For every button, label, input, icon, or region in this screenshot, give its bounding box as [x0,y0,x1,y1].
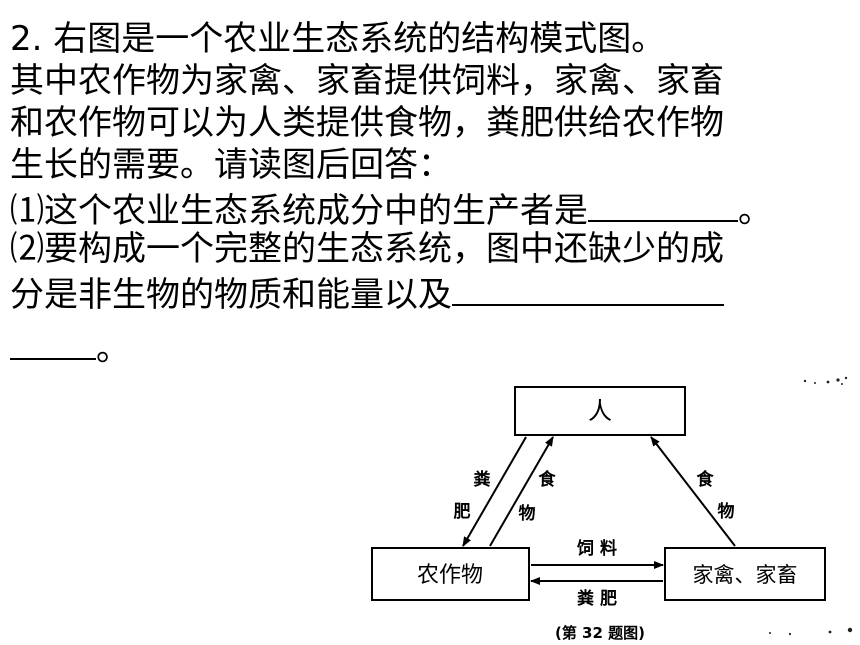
label-food-right-2: 物 [718,501,735,522]
diagram-caption: (第 32 题图) [555,624,645,642]
sub-question-1-end: 。 [738,191,772,231]
answer-blank-2[interactable] [452,270,724,306]
sub-question-1: ⑴这个农业生态系统成分中的生产者是 。 [10,186,855,231]
sub-question-2-line-3: 。 [10,324,855,369]
node-livestock: 家禽、家畜 [664,547,826,601]
question-line-1: 2. 右图是一个农业生态系统的结构模式图。 [10,19,666,59]
node-crops-label: 农作物 [417,563,483,588]
node-livestock-box [664,547,826,601]
node-crops-box [371,547,530,601]
label-food-right-1: 食 [697,469,715,490]
label-manure-left-1: 粪 [474,469,491,490]
node-human-label: 人 [588,397,612,425]
sub-question-2-text: 分是非生物的物质和能量以及 [10,275,452,315]
sub-question-2-line-1: ⑵要构成一个完整的生态系统，图中还缺少的成 [10,229,724,269]
sub-question-2-line-2: 分是非生物的物质和能量以及 [10,270,855,315]
label-feed: 饲 料 [576,538,617,559]
question-line-3: 和农作物可以为人类提供食物，粪肥供给农作物 [10,103,724,143]
node-livestock-label: 家禽、家畜 [693,563,798,587]
arrow-manure-human-to-crops [462,436,527,547]
node-human: 人 [514,386,686,436]
question-line-4: 生长的需要。请读图后回答： [10,145,452,185]
sub-question-1-text: ⑴这个农业生态系统成分中的生产者是 [10,191,588,231]
label-food-left-2: 物 [519,503,536,524]
scan-noise [769,376,853,636]
arrow-food-crops-to-human [489,436,554,547]
label-food-left-1: 食 [539,469,557,490]
answer-blank-2-continued[interactable] [10,324,96,360]
node-human-box [514,386,686,436]
label-manure-bottom: 粪 肥 [577,588,617,609]
question-text: 2. 右图是一个农业生态系统的结构模式图。 其中农作物为家禽、家畜提供饲料，家禽… [10,18,855,369]
answer-blank-1[interactable] [588,186,738,222]
arrow-food-livestock-to-human [650,436,736,547]
sub-question-2-end: 。 [96,329,130,369]
label-manure-left-2: 肥 [454,502,471,522]
node-crops: 农作物 [371,547,530,601]
question-line-2: 其中农作物为家禽、家畜提供饲料，家禽、家畜 [10,61,724,101]
